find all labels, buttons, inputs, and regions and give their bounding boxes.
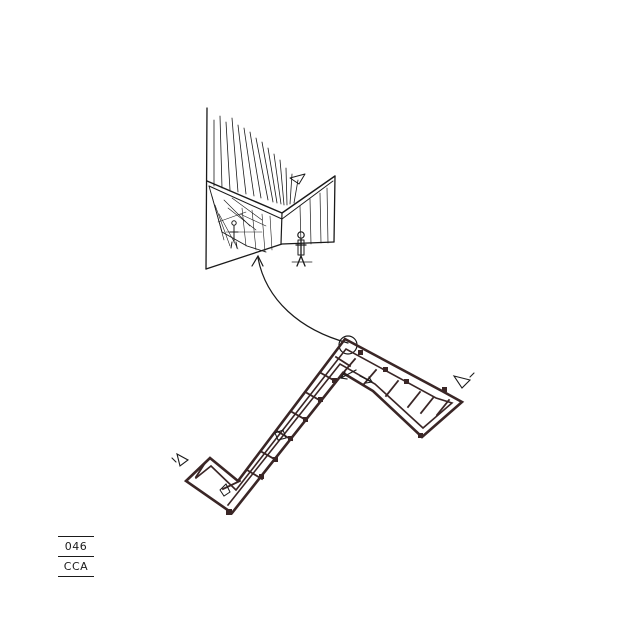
caption-number: 046 [64, 540, 88, 553]
caption-bottom-rule [58, 576, 94, 577]
direction-arrows [340, 369, 373, 384]
caption-block: 046 CCA [58, 536, 94, 577]
caption-code: CCA [63, 560, 89, 573]
connector-arrow [251, 254, 358, 355]
perspective-sketch [205, 107, 336, 270]
plan-figures [219, 429, 287, 497]
caption-top-rule [58, 536, 94, 537]
caption-middle-rule [58, 556, 94, 557]
plan-drawing [183, 337, 465, 515]
viewpoint-symbols [171, 372, 475, 467]
